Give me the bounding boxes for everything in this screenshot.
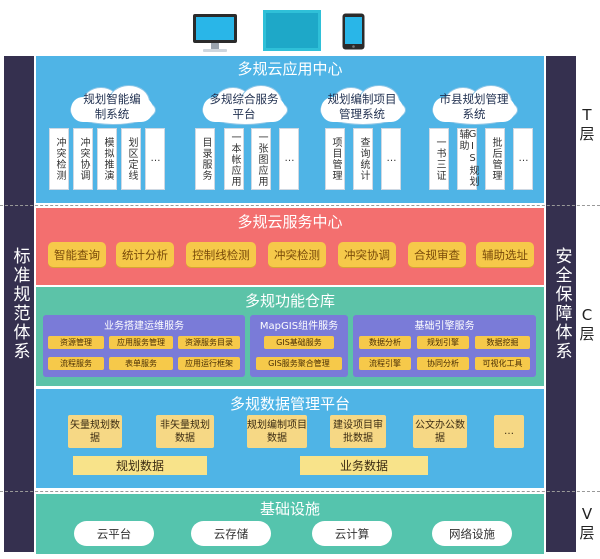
module-box: 冲突检测 xyxy=(49,128,69,190)
layer-title: 多规数据管理平台 xyxy=(229,395,350,413)
service-chip: 应用服务管理 xyxy=(109,336,173,349)
tier-label-v: V层 xyxy=(579,505,595,542)
module-box: … xyxy=(145,128,165,190)
data-bar: 规划数据 xyxy=(73,456,207,475)
data-box: 非矢量规划数据 xyxy=(156,415,214,448)
module-box: 一本帐应用 xyxy=(224,128,244,190)
module-box: … xyxy=(513,128,533,190)
system-cloud: 规划智能编制系统 xyxy=(64,85,160,125)
module-box: 批后管理 xyxy=(485,128,505,190)
module-box: 查询统计 xyxy=(353,128,373,190)
panel-title: 基础引擎服务 xyxy=(414,321,475,332)
service-chip: 流程服务 xyxy=(48,357,104,370)
system-name: 多规综合服务平台 xyxy=(209,92,279,121)
module-box: … xyxy=(381,128,401,190)
module-box: 一张图应用 xyxy=(251,128,271,190)
panel-title: 业务搭建运维服务 xyxy=(104,321,184,332)
panel-title: MapGIS组件服务 xyxy=(259,321,339,332)
module-box: 目录服务 xyxy=(195,128,215,190)
module-box: GIS规划辅助 xyxy=(457,128,478,190)
monitor-icon xyxy=(192,13,238,53)
mapgis-panel: MapGIS组件服务 GIS基础服务 GIS服务聚合管理 xyxy=(250,315,348,377)
tier-label-t: T层 xyxy=(579,106,595,143)
service-chip: 表单服务 xyxy=(109,357,173,370)
service-chip: 协同分析 xyxy=(417,357,469,370)
service-button[interactable]: 辅助选址 xyxy=(476,242,534,267)
service-button[interactable]: 控制线检测 xyxy=(186,242,256,267)
service-button[interactable]: 统计分析 xyxy=(116,242,174,267)
service-chip: 资源服务目录 xyxy=(178,336,240,349)
layer-title: 多规云应用中心 xyxy=(237,60,343,78)
module-box: 冲突协调 xyxy=(73,128,93,190)
data-box: 建设项目审批数据 xyxy=(330,415,386,448)
tier-divider xyxy=(0,205,600,206)
standards-sidebar-label: 标准规范体系 xyxy=(9,247,30,361)
service-chip: 规划引擎 xyxy=(417,336,469,349)
layer-title: 多规云服务中心 xyxy=(237,213,343,231)
module-box: 项目管理 xyxy=(325,128,345,190)
infra-item: 云平台 xyxy=(74,521,154,546)
service-chip: 数据挖掘 xyxy=(475,336,530,349)
service-chip: 应用运行框架 xyxy=(178,357,240,370)
service-button[interactable]: 智能查询 xyxy=(48,242,106,267)
layer-title: 基础设施 xyxy=(259,500,320,518)
service-chip: GIS基础服务 xyxy=(264,336,334,349)
tablet-landscape-icon xyxy=(263,10,321,51)
security-sidebar: 安全保障体系 xyxy=(546,56,576,552)
service-chip: 资源管理 xyxy=(48,336,104,349)
data-bar: 业务数据 xyxy=(300,456,428,475)
service-button[interactable]: 合规审查 xyxy=(408,242,466,267)
system-name: 规划编制项目管理系统 xyxy=(327,92,397,121)
service-chip: 数据分析 xyxy=(359,336,411,349)
layer-title: 多规功能仓库 xyxy=(244,292,335,310)
module-box: 划区定线 xyxy=(121,128,141,190)
service-button[interactable]: 冲突检测 xyxy=(268,242,326,267)
standards-sidebar: 标准规范体系 xyxy=(4,56,34,552)
infra-item: 云计算 xyxy=(312,521,392,546)
system-cloud: 规划编制项目管理系统 xyxy=(314,85,410,125)
data-box: 公文办公数据 xyxy=(413,415,467,448)
module-box: 模拟推演 xyxy=(97,128,117,190)
infra-item: 网络设施 xyxy=(432,521,512,546)
system-name: 市县规划管理系统 xyxy=(439,92,509,121)
system-cloud: 市县规划管理系统 xyxy=(426,85,522,125)
system-cloud: 多规综合服务平台 xyxy=(196,85,292,125)
service-chip: 可视化工具 xyxy=(475,357,530,370)
tier-divider xyxy=(0,491,600,492)
system-name: 规划智能编制系统 xyxy=(83,92,141,121)
ops-service-panel: 业务搭建运维服务 资源管理 应用服务管理 资源服务目录 流程服务 表单服务 应用… xyxy=(43,315,245,377)
security-sidebar-label: 安全保障体系 xyxy=(551,247,572,361)
service-chip: 流程引擎 xyxy=(359,357,411,370)
infra-item: 云存储 xyxy=(191,521,271,546)
engine-panel: 基础引擎服务 数据分析 规划引擎 数据挖掘 流程引擎 协同分析 可视化工具 xyxy=(353,315,536,377)
data-box: … xyxy=(494,415,524,448)
module-box: 一书三证 xyxy=(429,128,449,190)
service-button[interactable]: 冲突协调 xyxy=(338,242,396,267)
tablet-portrait-icon xyxy=(342,13,365,50)
data-box: 规划编制项目数据 xyxy=(247,415,307,448)
tier-label-c: C层 xyxy=(579,306,595,343)
service-chip: GIS服务聚合管理 xyxy=(256,357,342,370)
data-box: 矢量规划数据 xyxy=(68,415,122,448)
module-box: … xyxy=(279,128,299,190)
